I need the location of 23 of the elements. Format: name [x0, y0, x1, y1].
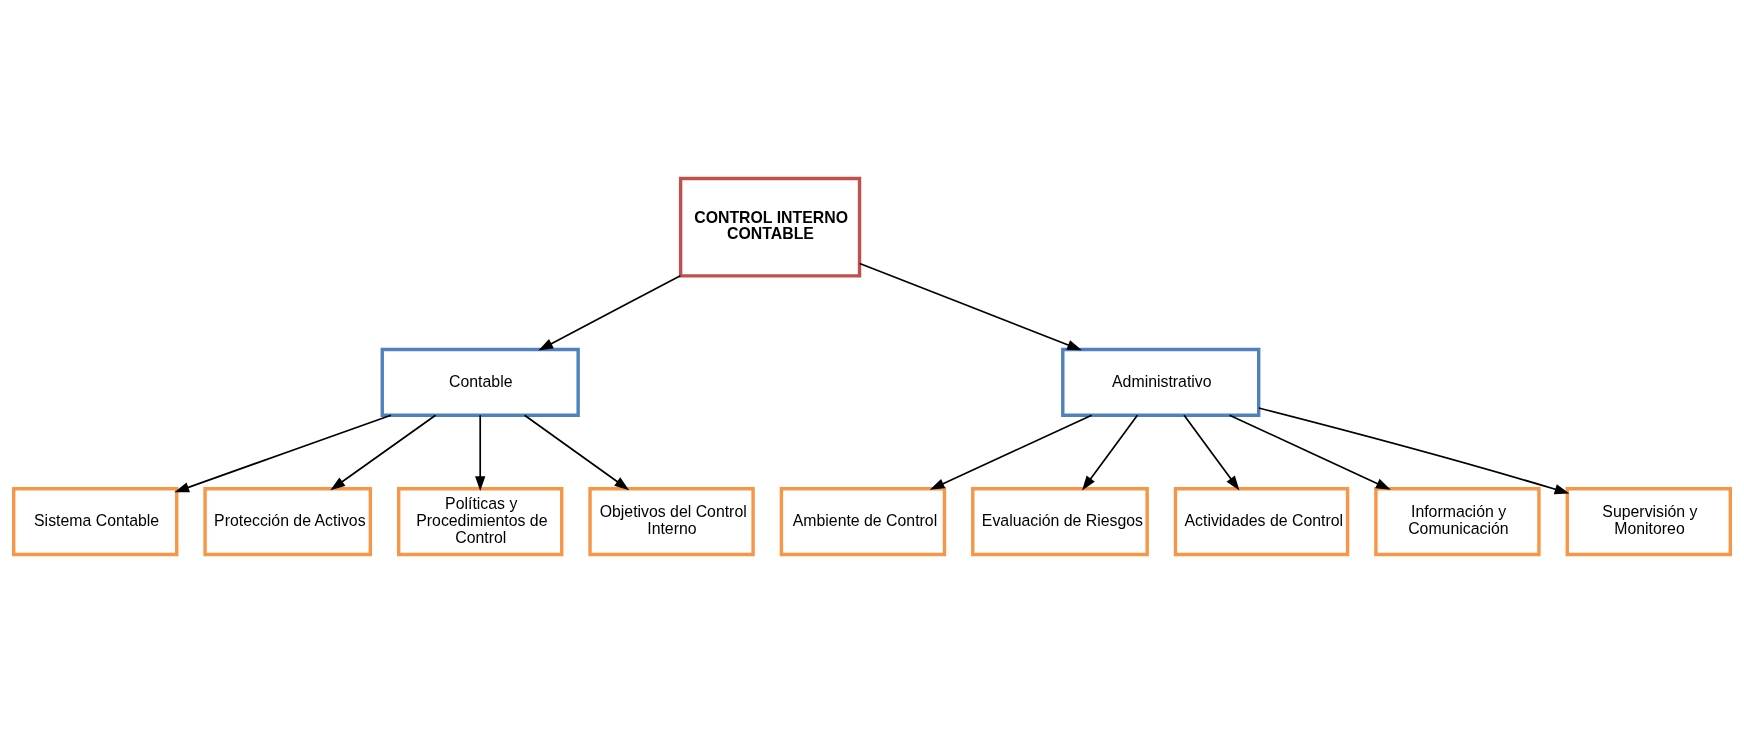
node-box: Sistema Contable — [12, 487, 179, 557]
node-box: Protección de Activos — [203, 487, 373, 557]
arrow — [174, 414, 392, 493]
arrow — [1228, 414, 1391, 490]
arrow — [523, 414, 630, 491]
node-box: Evaluación de Riesgos — [971, 487, 1149, 557]
arrow — [475, 414, 486, 491]
arrow — [1258, 407, 1570, 495]
node-box: Información y Comunicación — [1374, 487, 1541, 557]
arrow — [929, 414, 1093, 490]
arrow — [1183, 414, 1240, 491]
arrow — [330, 414, 437, 491]
arrow — [858, 262, 1082, 351]
arrow — [1082, 414, 1139, 491]
node-box: Administrativo — [1061, 347, 1261, 417]
node-box: CONTROL INTERNO CONTABLE — [678, 176, 862, 278]
arrow — [538, 274, 682, 351]
node-box: Objetivos del Control Interno — [588, 487, 755, 557]
node-box: Ambiente de Control — [779, 487, 947, 557]
node-box: Actividades de Control — [1173, 487, 1350, 557]
node-box: Políticas y Procedimientos de Control — [397, 487, 564, 557]
node-box: Supervisión y Monitoreo — [1565, 487, 1732, 557]
node-box: Contable — [380, 347, 580, 417]
